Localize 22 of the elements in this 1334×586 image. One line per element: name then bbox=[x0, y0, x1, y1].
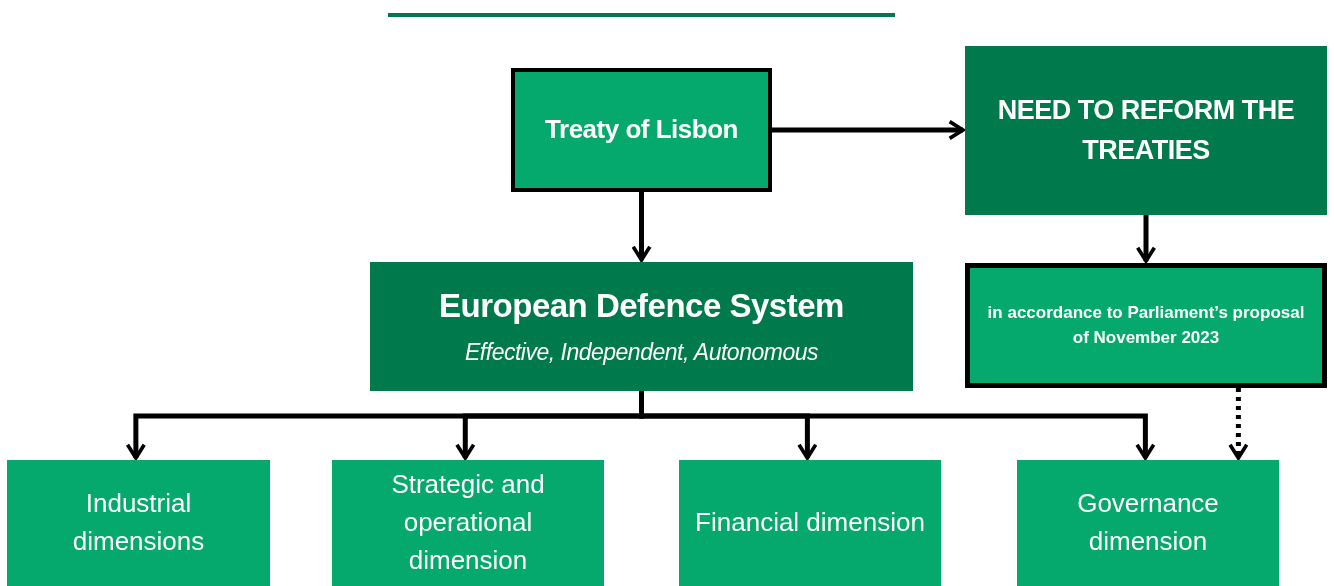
node-text: Governance dimension bbox=[1076, 487, 1220, 558]
process-box bbox=[7, 460, 270, 586]
arrow bbox=[772, 119, 965, 141]
heading-box bbox=[370, 262, 913, 391]
node-text: Strategic and operational dimension bbox=[390, 468, 546, 577]
node-text: European Defence System bbox=[439, 286, 844, 327]
process-box bbox=[332, 460, 604, 586]
process-box bbox=[965, 263, 1327, 388]
node-text: NEED TO REFORM THE TREATIES bbox=[996, 94, 1296, 167]
process-box bbox=[1017, 460, 1279, 586]
arrow bbox=[631, 192, 652, 262]
arrow bbox=[639, 391, 1156, 460]
node-subtitle: Effective, Independent, Autonomous bbox=[465, 338, 818, 367]
node-text: Industrial dimensions bbox=[71, 487, 206, 558]
arrow bbox=[1228, 388, 1249, 460]
process-box bbox=[965, 46, 1327, 215]
process-box bbox=[679, 460, 941, 586]
node-text: Financial dimension bbox=[695, 506, 925, 540]
node-text: Treaty of Lisbon bbox=[545, 113, 738, 147]
process-box bbox=[511, 68, 772, 192]
node-text: in accordance to Parliament’s proposal of November 2023 bbox=[986, 301, 1306, 349]
arrow bbox=[1135, 215, 1157, 263]
